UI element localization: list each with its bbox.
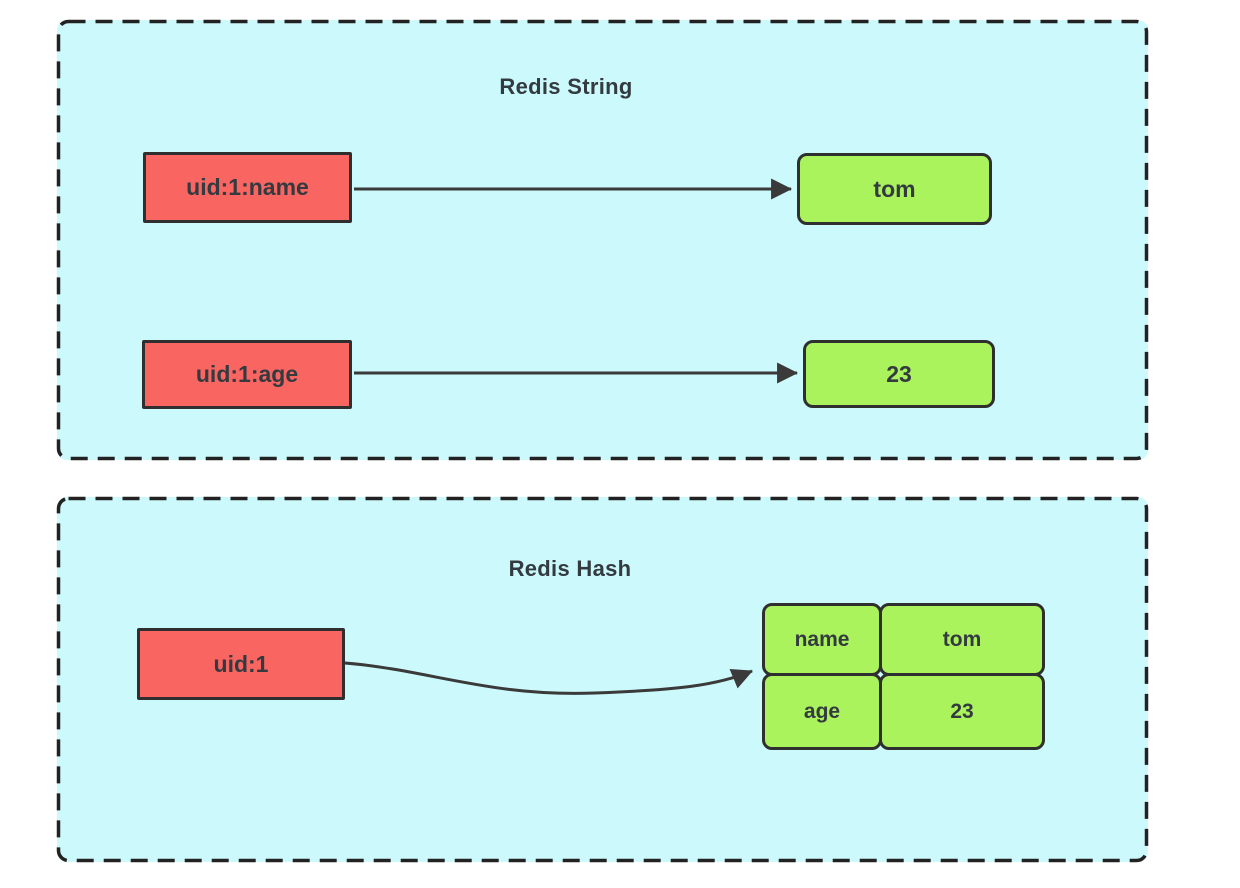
value-box-tom-label: tom — [873, 175, 916, 202]
key-box-uid-1: uid:1 — [137, 628, 345, 700]
key-box-uid-1-label: uid:1 — [213, 650, 269, 677]
key-box-uid-1-age-label: uid:1:age — [195, 361, 299, 387]
value-box-23: 23 — [803, 340, 995, 408]
hash-cell-field-name: name — [762, 603, 882, 676]
key-box-uid-1-name: uid:1:name — [143, 152, 352, 223]
value-box-tom: tom — [797, 153, 992, 225]
hash-cell-value-23-label: 23 — [950, 699, 974, 723]
panel-title-redis-string: Redis String — [499, 74, 633, 99]
hash-cell-value-23: 23 — [879, 673, 1045, 750]
hash-cell-field-name-label: name — [794, 627, 850, 651]
key-box-uid-1-name-label: uid:1:name — [186, 174, 309, 200]
panel-title-redis-hash: Redis Hash — [508, 556, 632, 581]
key-box-uid-1-age: uid:1:age — [142, 340, 352, 409]
hash-cell-value-tom-label: tom — [942, 627, 982, 651]
value-box-23-label: 23 — [886, 360, 912, 387]
hash-cell-field-age: age — [762, 673, 882, 750]
hash-cell-field-age-label: age — [803, 699, 841, 723]
hash-cell-value-tom: tom — [879, 603, 1045, 676]
